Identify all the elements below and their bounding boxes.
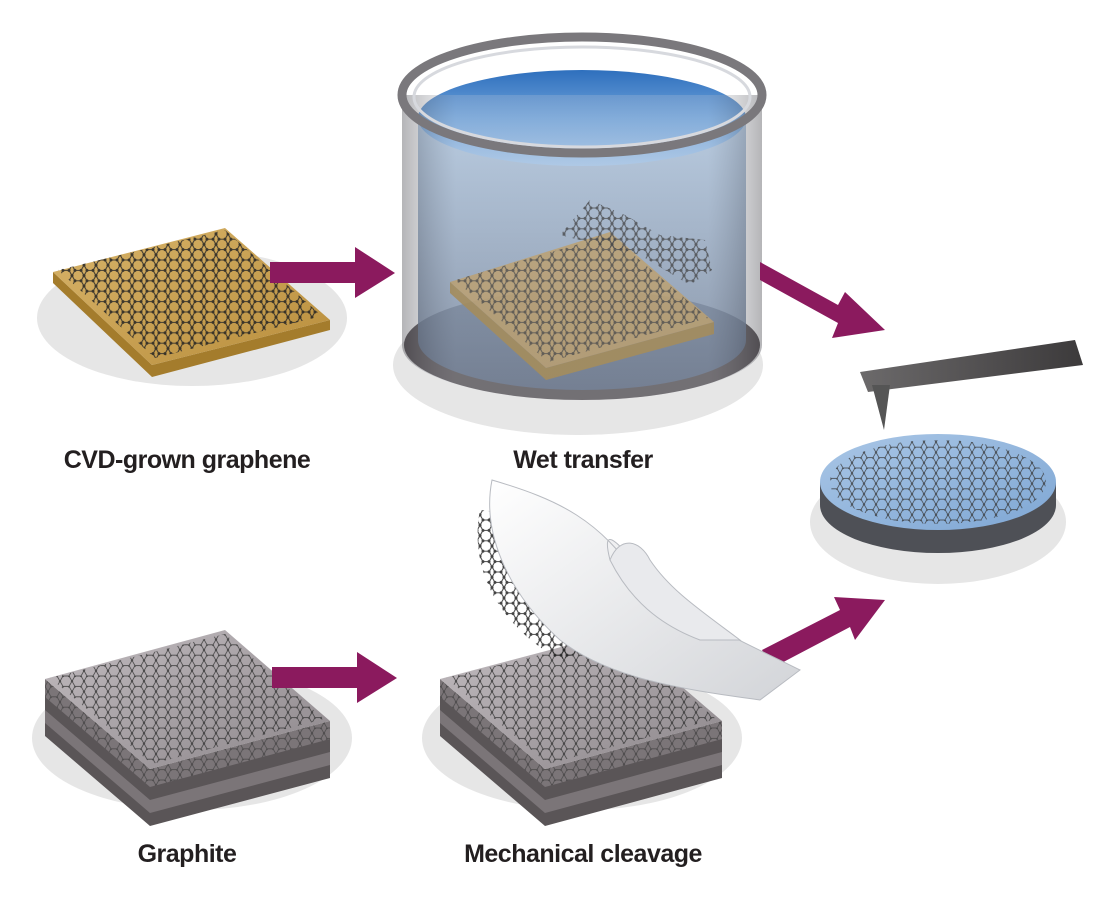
substrate-afm-illustration — [810, 340, 1083, 584]
arrow-right-icon — [762, 597, 885, 668]
mechanical-cleavage-illustration — [422, 479, 801, 826]
arrow-right-icon — [270, 247, 395, 298]
cvd-gold-side — [53, 272, 330, 377]
arrow-right-icon — [760, 262, 885, 338]
beaker-rim-inner — [412, 45, 752, 149]
graphite-illustration — [32, 630, 352, 826]
label-cvd-grown-graphene: CVD-grown graphene — [63, 446, 311, 474]
wet-transfer-illustration — [393, 32, 767, 435]
cvd-graphene-lattice — [58, 230, 322, 358]
afm-cantilever-icon — [860, 340, 1083, 392]
graphite-layers — [45, 630, 330, 826]
cvd-graphene-illustration — [37, 228, 347, 386]
tape-curl — [609, 542, 742, 641]
label-graphite: Graphite — [137, 840, 237, 868]
afm-tip — [872, 385, 890, 430]
label-mechanical-cleavage: Mechanical cleavage — [464, 840, 702, 868]
beaker-glass — [402, 95, 762, 400]
disk-lattice — [830, 440, 1046, 524]
arrow-right-icon — [272, 652, 397, 703]
beaker-rim — [397, 32, 767, 158]
label-wet-transfer: Wet transfer — [513, 446, 653, 474]
